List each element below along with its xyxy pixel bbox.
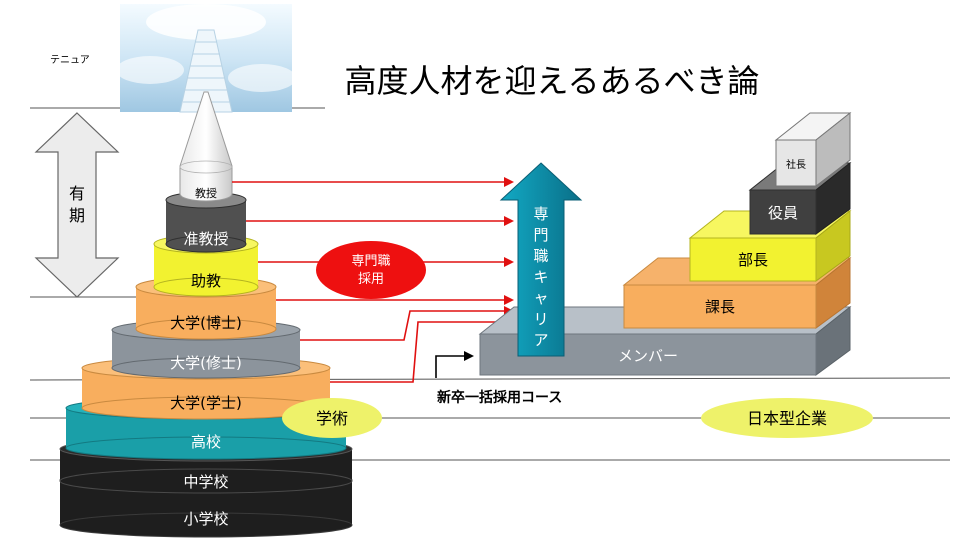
specialist-hiring-line-2: 採用 [358,272,384,287]
academia-badge: 学術 [282,398,382,438]
specialist-hiring-line-1: 専門職 [351,254,390,269]
fixed-term-label-2: 期 [69,206,85,225]
step-label: メンバー [618,347,678,365]
bulk-hiring-label: 新卒一括採用コース [437,389,562,406]
career-char: キ [533,268,548,286]
step-label: 課長 [705,298,735,316]
fixed-term-double-arrow: 有 期 [34,112,120,298]
tier-professor-cone: 教授 [179,91,233,202]
step-label: 役員 [768,204,798,222]
arrow-master [300,306,514,341]
japanese-company-badge-label: 日本型企業 [747,409,827,428]
arrow-bachelor [330,317,514,383]
bulk-hiring-arrow: 新卒一括採用コース [435,351,562,406]
academic-pyramid: 小学校 中学校 高校 大学(学士) 大学(修士) [59,91,353,538]
heaven-stairway-image [116,4,296,113]
step-label: 部長 [738,251,768,269]
tier-label: 大学(学士) [170,394,242,412]
career-char: ア [533,331,548,349]
tier-label: 准教授 [183,230,228,248]
tier-label: 中学校 [183,473,228,491]
page-title: 高度人材を迎えるあるべき論 [344,62,759,100]
specialist-hiring-badge: 専門職 採用 [316,241,426,299]
career-char: リ [533,310,548,328]
tier-label: 大学(博士) [170,314,242,332]
japanese-company-badge: 日本型企業 [701,398,873,438]
tier-label: 小学校 [183,510,228,528]
tier-label: 大学(修士) [170,354,242,372]
tier-label: 高校 [191,433,221,451]
academia-badge-label: 学術 [316,409,348,428]
fixed-term-label-1: 有 [69,184,85,203]
career-char: 専 [533,205,548,223]
specialist-transfer-arrows [232,177,514,383]
step-label: 社長 [786,158,806,171]
career-char: 職 [533,247,548,265]
career-char: ャ [533,289,548,307]
tenure-label: テニュア [50,55,90,66]
step-president: 社長 [774,111,852,188]
tier-label: 助教 [191,272,221,290]
specialist-career-arrow: 専 門 職 キ ャ リ ア [499,162,583,357]
career-char: 門 [533,226,548,244]
company-staircase: メンバー 課長 部長 役員 社長 [478,111,852,376]
tier-label: 教授 [195,186,217,200]
